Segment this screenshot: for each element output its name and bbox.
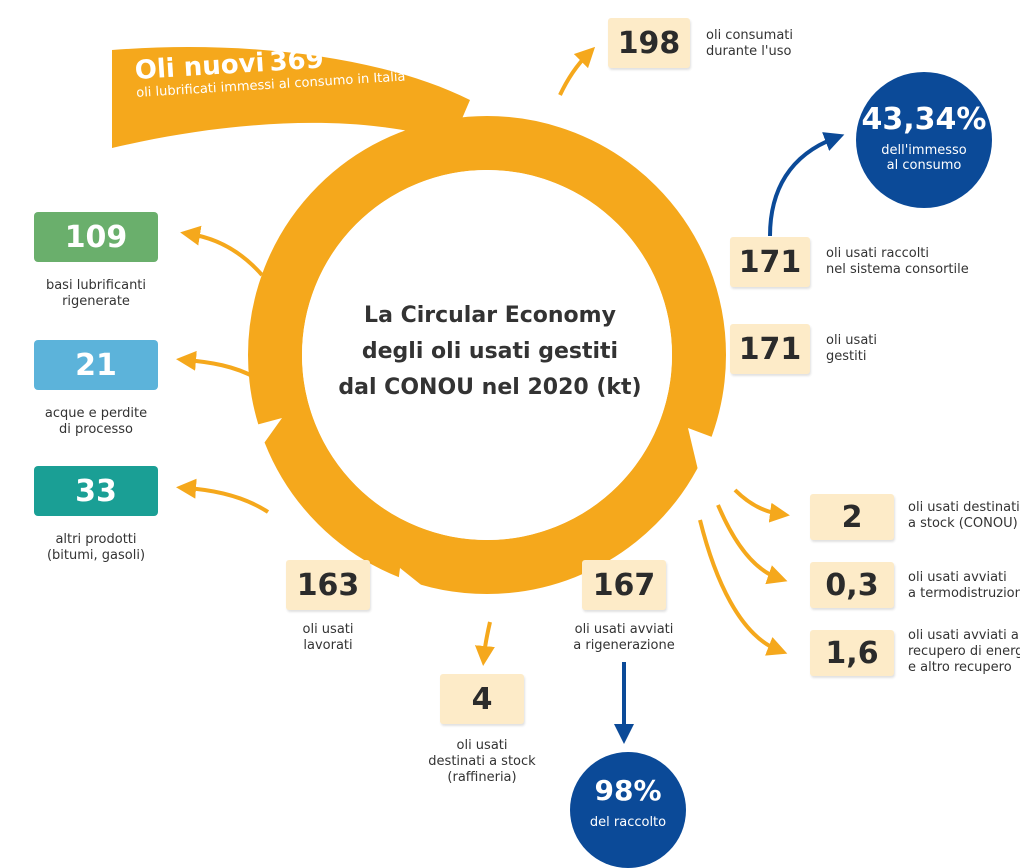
managed-value: 171	[730, 324, 810, 374]
arrow-other-products	[176, 478, 270, 514]
new-oils-value: 369	[268, 44, 325, 78]
ring-chevron	[396, 568, 430, 600]
ring-center-disc	[302, 170, 672, 540]
arrow-thermo	[716, 504, 788, 585]
immesso-value: 43,34%	[861, 102, 987, 137]
raccolto-circle: 98% del raccolto	[570, 752, 686, 868]
consumed-label: oli consumati durante l'uso	[706, 28, 794, 59]
stock-conou-value: 2	[810, 494, 894, 540]
stock-conou-label: oli usati destinati a stock (CONOU)	[908, 500, 1020, 531]
regeneration-label: oli usati avviati a rigenerazione	[573, 622, 675, 653]
base-lubricants-value: 109	[34, 212, 158, 262]
energy-label: oli usati avviati a recupero di energia …	[908, 628, 1020, 675]
managed-label: oli usati gestiti	[826, 333, 877, 364]
collected-label: oli usati raccolti nel sistema consortil…	[826, 246, 969, 277]
raccolto-value: 98%	[594, 774, 662, 807]
stock-refinery-value: 4	[440, 674, 524, 724]
processed-label: oli usati lavorati	[302, 622, 354, 653]
immesso-circle: 43,34% dell'immesso al consumo	[856, 72, 992, 208]
arrow-base-lubricants	[180, 225, 264, 277]
raccolto-label: del raccolto	[589, 815, 667, 830]
water-losses-label: acque e perdite di processo	[44, 406, 148, 437]
regeneration-value: 167	[582, 560, 666, 610]
ring-chevron	[252, 418, 282, 446]
ring-chevron	[648, 140, 668, 168]
arrow-consumed	[558, 46, 596, 96]
new-oils-band	[112, 47, 470, 148]
arrow-stock-refinery	[474, 621, 495, 666]
other-products-label: altri prodotti (bitumi, gasoli)	[46, 532, 146, 563]
stock-refinery-label: oli usati destinati a stock (raffineria)	[428, 738, 536, 785]
other-products-value: 33	[34, 466, 158, 516]
immesso-label: dell'immesso al consumo	[881, 143, 967, 173]
base-lubricants-label: basi lubrificanti rigenerate	[45, 278, 147, 309]
thermo-value: 0,3	[810, 562, 894, 608]
ring-chevron	[688, 428, 720, 470]
circular-ring	[248, 116, 726, 594]
arrow-energy	[698, 519, 788, 656]
arrow-to-immesso	[768, 132, 845, 237]
arrow-water-losses	[176, 350, 257, 380]
processed-value: 163	[286, 560, 370, 610]
water-losses-value: 21	[34, 340, 158, 390]
diagram-title: La Circular Economy degli oli usati gest…	[338, 303, 642, 400]
collected-value: 171	[730, 237, 810, 287]
arrow-stock-conou	[733, 488, 790, 523]
thermo-label: oli usati avviati a termodistruzione	[908, 570, 1020, 601]
energy-value: 1,6	[810, 630, 894, 676]
consumed-value: 198	[608, 18, 690, 68]
